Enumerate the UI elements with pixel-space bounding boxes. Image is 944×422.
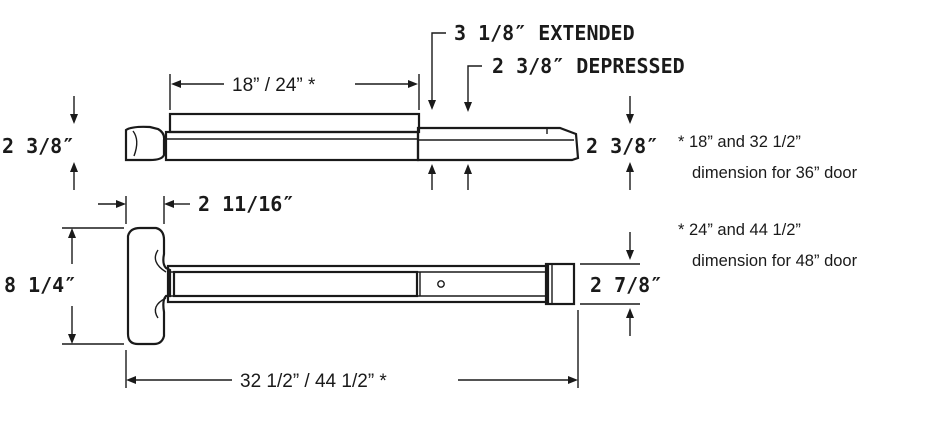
plan-cap-curve-bottom <box>154 297 167 319</box>
arrow-left <box>171 80 181 88</box>
right-height-arrow-bottom <box>626 162 634 172</box>
side-view-body <box>164 130 420 162</box>
right-height-arrow-top <box>626 114 634 124</box>
body-height-arrow-top <box>626 250 634 260</box>
extended-arrow <box>428 100 436 110</box>
left-height-label: 2 3/8″ <box>2 134 74 158</box>
plan-view: 2 11/16″ 8 1/4″ 2 7/8″ 32 1/2” / 44 1/2”… <box>4 192 662 392</box>
side-view-push-rail <box>168 112 421 134</box>
extended-label: 3 1/8″ EXTENDED <box>454 21 635 45</box>
arrow-right <box>408 80 418 88</box>
plan-view-push-rail <box>172 270 419 298</box>
plan-view-right-housing <box>544 262 576 306</box>
side-view: 18” / 24” * 3 1/8″ EXTENDED 2 3/8″ DEPRE… <box>2 21 685 190</box>
overall-length-label: 32 1/2” / 44 1/2” * <box>240 371 387 392</box>
note-2-line-2: dimension for 48” door <box>692 252 858 270</box>
rail-length-label: 18” / 24” * <box>232 75 316 96</box>
cap-depth-label: 2 11/16″ <box>198 192 294 216</box>
cap-depth-arrow-left <box>116 200 126 208</box>
end-cap-detail <box>132 130 138 157</box>
note-1-line-1: * 18” and 32 1/2” <box>678 133 801 151</box>
extended-leader <box>431 32 446 100</box>
side-view-end-cap <box>124 125 166 162</box>
plan-view-end-cap <box>126 226 172 346</box>
note-1-line-2: dimension for 36” door <box>692 164 858 182</box>
depressed-arrow <box>464 102 472 112</box>
right-height-label: 2 3/8″ <box>586 134 658 158</box>
depressed-label: 2 3/8″ DEPRESSED <box>492 54 685 78</box>
body-height-label: 2 7/8″ <box>590 273 662 297</box>
left-height-arrow-bottom <box>70 162 78 172</box>
cap-height-arrow-top <box>68 228 76 238</box>
plan-view-screw-hole <box>437 280 445 288</box>
left-height-arrow-top <box>70 114 78 124</box>
cap-depth-arrow-right <box>164 200 174 208</box>
side-view-right-housing <box>416 126 580 162</box>
body-height-arrow-bottom <box>626 308 634 318</box>
footnotes: * 18” and 32 1/2” dimension for 36” door… <box>678 133 858 270</box>
overall-arrow-right <box>568 376 578 384</box>
overall-arrow-left <box>126 376 136 384</box>
depressed-leader <box>467 65 482 102</box>
plan-view-body <box>166 264 550 304</box>
cap-height-arrow-bottom <box>68 334 76 344</box>
ref-arrow-1 <box>428 164 436 174</box>
ref-arrow-2 <box>464 164 472 174</box>
note-2-line-1: * 24” and 44 1/2” <box>678 221 801 239</box>
plan-cap-curve-top <box>154 249 167 273</box>
cap-height-label: 8 1/4″ <box>4 273 76 297</box>
